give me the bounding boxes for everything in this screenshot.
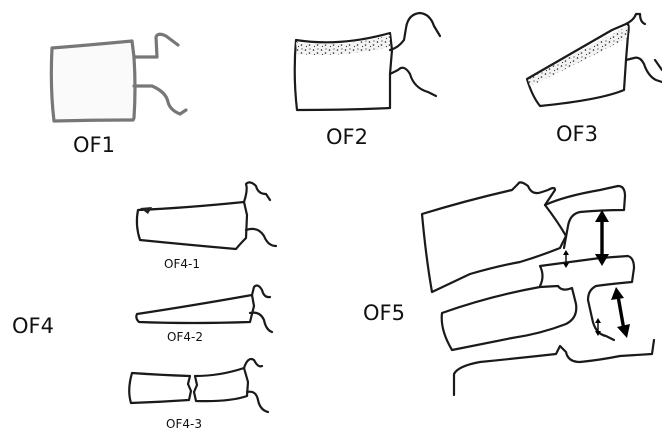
label-of4-3: OF4-3	[166, 417, 202, 431]
of5-lower-vertebral-body	[442, 286, 577, 350]
label-of3: OF3	[556, 122, 598, 146]
of4-1-vertebral-body	[137, 202, 247, 249]
of4-3-figure	[129, 359, 268, 412]
of5-small-gap-arrow-upper	[563, 250, 569, 268]
label-of2: OF2	[326, 125, 368, 149]
of5-lower-gap-arrow	[611, 287, 630, 338]
of3-posterior-element	[626, 14, 662, 82]
of4-2-figure	[136, 286, 272, 332]
of2-endplate-fracture	[296, 35, 390, 55]
of5-upper-posterior-element	[545, 186, 625, 248]
of4-2-vertebral-body	[136, 295, 254, 323]
label-of4: OF4	[12, 314, 54, 338]
of5-upper-vertebral-body	[422, 182, 566, 292]
of3-figure	[527, 14, 662, 106]
of5-bottom-vertebral-body	[454, 340, 654, 395]
of4-3-vertebral-body-right	[194, 368, 248, 401]
of4-1-figure	[137, 182, 276, 249]
of1-vertebral-body	[51, 41, 135, 121]
of4-1-posterior-element	[244, 182, 276, 246]
of4-3-vertebral-body-left	[129, 373, 191, 403]
of2-posterior-element	[390, 13, 440, 96]
label-of4-1: OF4-1	[164, 257, 200, 271]
label-of1: OF1	[73, 133, 115, 157]
of5-figure	[422, 182, 654, 395]
of2-figure	[295, 13, 440, 110]
of3-wedge-fracture	[528, 26, 628, 86]
label-of4-2: OF4-2	[167, 330, 203, 344]
label-of5: OF5	[363, 301, 405, 325]
of1-figure	[51, 34, 186, 121]
of1-posterior-element	[134, 34, 186, 114]
